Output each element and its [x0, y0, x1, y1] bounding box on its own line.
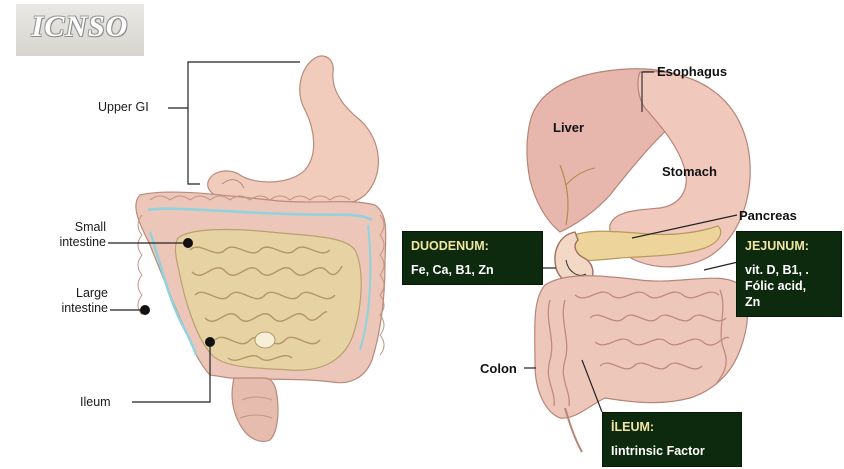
label-upper-gi: Upper GI	[98, 100, 149, 115]
jejunum-title: JEJUNUM:	[745, 238, 833, 254]
left-stomach	[208, 56, 379, 209]
label-stomach: Stomach	[662, 164, 717, 179]
duodenum-nutrients: Fe, Ca, B1, Zn	[411, 262, 534, 278]
label-large-intestine: Large intestine	[42, 286, 108, 316]
ileum-nutrients: Iintrinsic Factor	[611, 443, 733, 459]
duodenum-title: DUODENUM:	[411, 238, 534, 254]
label-colon: Colon	[480, 361, 517, 376]
label-small-intestine: Small intestine	[40, 220, 106, 250]
label-pancreas: Pancreas	[739, 208, 797, 223]
ileum-box: İLEUM: Iintrinsic Factor	[602, 412, 742, 467]
ileum-title: İLEUM:	[611, 419, 733, 435]
jejunum-nutrients: vit. D, B1, . Fólic acid, Zn	[745, 262, 833, 310]
label-esophagus: Esophagus	[657, 64, 727, 79]
label-liver: Liver	[553, 120, 584, 135]
label-ileum: Ileum	[80, 395, 111, 410]
duodenum-box: DUODENUM: Fe, Ca, B1, Zn	[402, 231, 543, 285]
jejunum-box: JEJUNUM: vit. D, B1, . Fólic acid, Zn	[736, 231, 842, 317]
